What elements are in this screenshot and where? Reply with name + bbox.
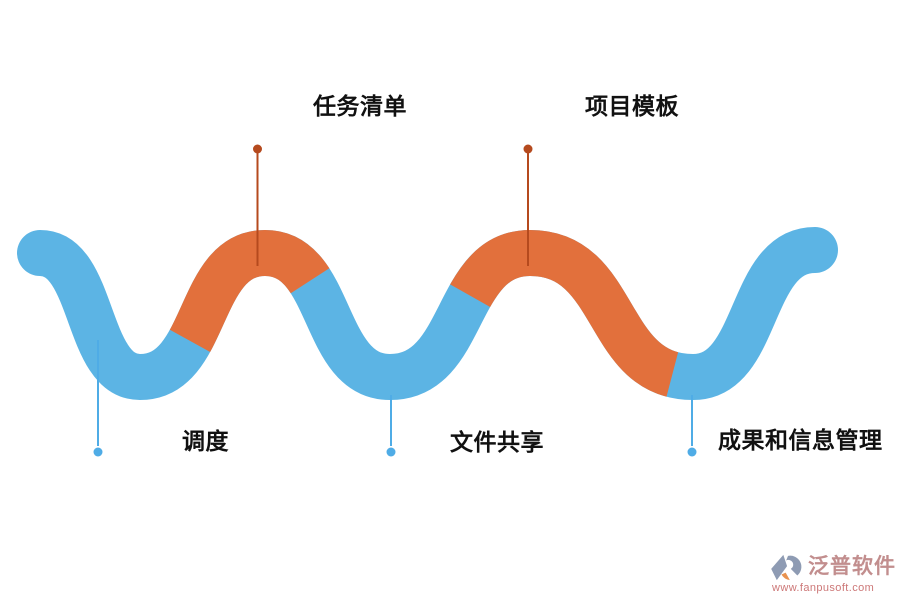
label-task-list: 任务清单 xyxy=(313,93,407,119)
pointer-scheduling xyxy=(93,340,103,457)
pointer-dot-task-list xyxy=(253,144,262,154)
label-file-sharing: 文件共享 xyxy=(450,429,544,455)
pointer-results xyxy=(687,395,697,457)
pointer-task-list xyxy=(253,144,262,266)
pointer-dot-project-template xyxy=(523,144,533,154)
brand-url: www.fanpusoft.com xyxy=(772,582,875,594)
label-results-info-management: 成果和信息管理 xyxy=(718,427,883,453)
pointer-dot-scheduling xyxy=(93,447,103,457)
pointer-dot-file-sharing xyxy=(386,447,396,457)
wave-blue-path xyxy=(17,227,838,401)
brand-name: 泛普软件 xyxy=(808,555,896,578)
pointer-project-template xyxy=(523,144,533,266)
label-scheduling: 调度 xyxy=(182,428,229,454)
label-project-template: 项目模板 xyxy=(585,93,679,119)
pointer-dot-results xyxy=(687,447,697,457)
watermark: 泛普软件 www.fanpusoft.com xyxy=(770,554,896,594)
pointer-file-sharing xyxy=(386,395,396,457)
fanpu-logo-icon xyxy=(771,554,802,581)
